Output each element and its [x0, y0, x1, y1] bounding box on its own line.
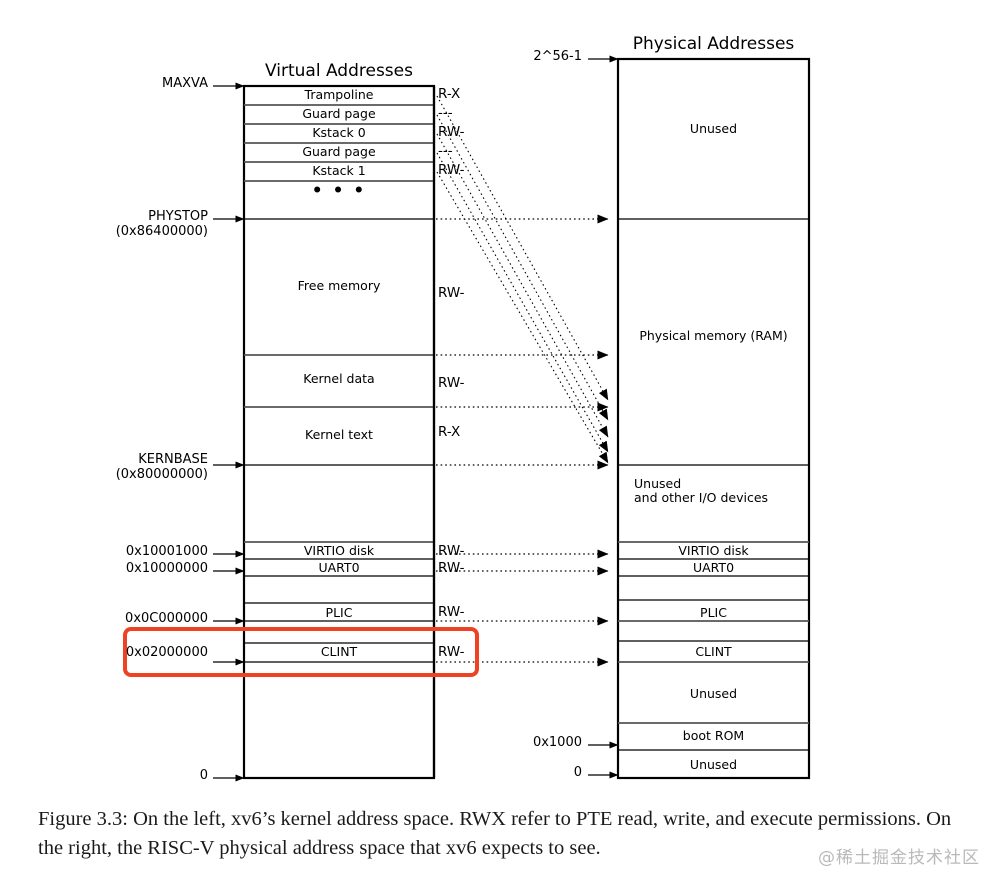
virtual-addr-kernbase: KERNBASE (0x80000000) — [115, 452, 208, 482]
permission-kernel-text: R-X — [438, 424, 461, 440]
virtual-addr-0x02000000: 0x02000000 — [125, 645, 208, 660]
virtual-region-kernel-text: Kernel text — [305, 427, 373, 442]
watermark: @稀土掘金技术社区 — [818, 848, 980, 868]
virtual-region-guard-page-0: Guard page — [302, 106, 376, 121]
clint-highlight-box — [123, 627, 479, 677]
physical-region-unused-io: Unused and other I/O devices — [634, 476, 825, 506]
virtual-region-guard-page-1: Guard page — [302, 144, 376, 159]
permission-kernel-data: RW- — [438, 375, 465, 391]
permission-clint: RW- — [438, 644, 465, 660]
virtual-addr-0x10000000: 0x10000000 — [125, 561, 208, 576]
physical-region-unused-mid: Unused — [689, 686, 738, 701]
virtual-region-plic: PLIC — [325, 605, 353, 620]
physical-region-unused-io-text: Unused and other I/O devices — [634, 476, 769, 506]
physical-addr-2-56-1: 2^56-1 — [533, 49, 582, 64]
virtual-region-trampoline: Trampoline — [304, 87, 374, 102]
virtual-addr-maxva: MAXVA — [162, 76, 208, 91]
physical-region-virtio-disk: VIRTIO disk — [678, 543, 749, 558]
physical-addresses-title: Physical Addresses — [632, 34, 795, 54]
virtual-region-free-memory: Free memory — [297, 278, 381, 293]
virtual-region-kernel-data: Kernel data — [303, 371, 375, 386]
permission-kstack-0: RW- — [438, 124, 465, 140]
physical-region-boot-rom: boot ROM — [682, 728, 745, 743]
physical-address-arrows — [588, 55, 619, 779]
mapping-lines-horizontal — [436, 214, 609, 667]
physical-region-uart0: UART0 — [692, 560, 735, 575]
virtual-region-uart0: UART0 — [318, 560, 360, 575]
permission-guard-page-1: --- — [438, 143, 453, 159]
virtual-region-ellipsis: • • • — [311, 181, 367, 201]
virtual-region-virtio-disk: VIRTIO disk — [303, 543, 375, 558]
virtual-region-kstack-0: Kstack 0 — [312, 125, 366, 140]
permission-kstack-1: RW- — [438, 162, 465, 178]
permission-plic: RW- — [438, 604, 465, 620]
physical-region-ram: Physical memory (RAM) — [639, 328, 788, 343]
physical-region-unused-top: Unused — [689, 121, 738, 136]
permission-trampoline: R-X — [438, 86, 461, 102]
physical-address-box — [616, 57, 811, 780]
virtual-address-arrows — [213, 82, 245, 782]
mapping-lines-diagonal — [436, 95, 609, 464]
virtual-addr-0x0c000000: 0x0C000000 — [125, 611, 208, 626]
virtual-addresses-title: Virtual Addresses — [265, 61, 413, 81]
physical-addr-0x1000: 0x1000 — [532, 735, 582, 750]
virtual-address-box — [242, 84, 436, 780]
permission-guard-page-0: --- — [438, 105, 453, 121]
virtual-addr-0x10001000: 0x10001000 — [125, 544, 208, 559]
physical-region-plic: PLIC — [700, 605, 727, 620]
physical-region-clint: CLINT — [695, 644, 732, 659]
permission-virtio-disk: RW- — [438, 543, 465, 559]
physical-addr-zero: 0 — [573, 765, 582, 780]
virtual-region-clint: CLINT — [320, 644, 358, 659]
physical-region-unused-bottom: Unused — [689, 757, 738, 772]
permission-free-memory: RW- — [438, 285, 465, 301]
virtual-region-kstack-1: Kstack 1 — [312, 163, 366, 178]
virtual-addr-zero: 0 — [199, 768, 208, 783]
permission-uart0: RW- — [438, 560, 465, 576]
virtual-addr-phystop: PHYSTOP (0x86400000) — [115, 209, 208, 239]
figure-caption: Figure 3.3: On the left, xv6’s kernel ad… — [38, 808, 952, 860]
